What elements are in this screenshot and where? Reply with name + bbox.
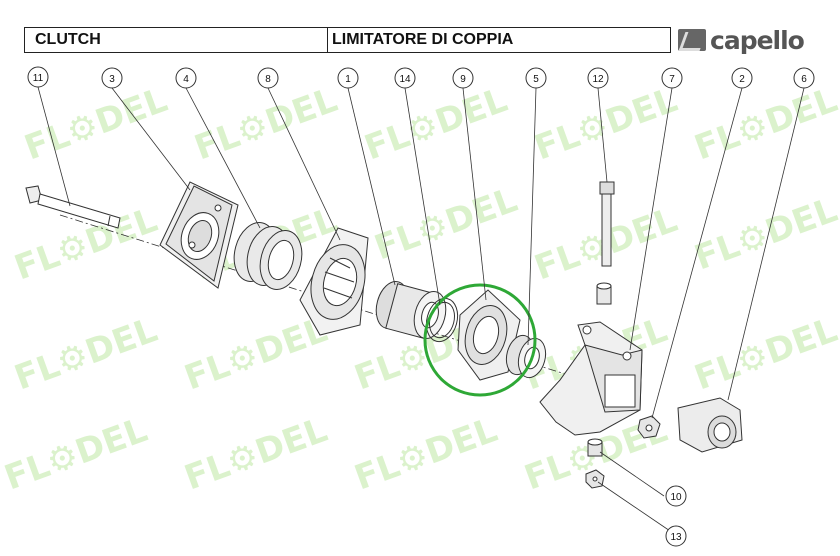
part-12-bolt bbox=[599, 181, 615, 267]
part-2-nut bbox=[637, 415, 661, 439]
callout-14: 14 bbox=[394, 67, 416, 89]
callout-13: 13 bbox=[665, 525, 687, 547]
watermark: FL⚙DEL bbox=[179, 310, 332, 398]
callout-7: 7 bbox=[661, 67, 683, 89]
callout-6: 6 bbox=[793, 67, 815, 89]
watermark: FL⚙DEL bbox=[0, 410, 153, 498]
callout-1: 1 bbox=[337, 67, 359, 89]
watermark: FL⚙DEL bbox=[189, 80, 342, 168]
svg-text:11: 11 bbox=[33, 73, 44, 84]
svg-text:5: 5 bbox=[533, 74, 539, 85]
svg-text:1: 1 bbox=[345, 74, 351, 85]
brand-mark-icon bbox=[678, 29, 706, 51]
watermark: FL⚙DEL bbox=[529, 80, 682, 168]
callout-9: 9 bbox=[452, 67, 474, 89]
part-4-spring bbox=[233, 222, 303, 290]
header-title-it: LIMITATORE DI COPPIA bbox=[327, 27, 671, 53]
svg-text:8: 8 bbox=[265, 74, 271, 85]
callout-5: 5 bbox=[525, 67, 547, 89]
callout-3: 3 bbox=[101, 67, 123, 89]
part-8-hub bbox=[299, 227, 369, 336]
part-spacer bbox=[596, 282, 612, 305]
callout-11: 11 bbox=[27, 66, 49, 88]
callout-2: 2 bbox=[731, 67, 753, 89]
part-10-spacer bbox=[587, 438, 603, 457]
watermark: FL⚙DEL bbox=[689, 310, 840, 398]
watermark: FL⚙DEL bbox=[179, 410, 332, 498]
callout-4: 4 bbox=[175, 67, 197, 89]
watermark: FL⚙DEL bbox=[349, 410, 502, 498]
watermark: FL⚙DEL bbox=[9, 310, 162, 398]
watermark: FL⚙DEL bbox=[689, 190, 840, 278]
part-3-flange bbox=[159, 181, 239, 289]
brand-name: capello bbox=[710, 25, 805, 55]
watermark: FL⚙DEL bbox=[369, 180, 522, 268]
watermark: FL⚙DEL bbox=[359, 80, 512, 168]
svg-text:7: 7 bbox=[669, 74, 675, 85]
svg-text:13: 13 bbox=[670, 532, 682, 543]
brand-logo: capello bbox=[678, 25, 813, 55]
part-7-housing bbox=[539, 321, 643, 436]
svg-text:10: 10 bbox=[670, 492, 682, 503]
svg-text:12: 12 bbox=[592, 74, 604, 85]
svg-text:14: 14 bbox=[399, 74, 411, 85]
part-9-splined-disc bbox=[457, 289, 521, 381]
svg-text:4: 4 bbox=[183, 74, 189, 85]
svg-text:2: 2 bbox=[739, 74, 745, 85]
callout-8: 8 bbox=[257, 67, 279, 89]
highlight-circle bbox=[423, 283, 537, 397]
svg-text:6: 6 bbox=[801, 74, 807, 85]
part-11-bolt bbox=[25, 185, 121, 229]
svg-text:9: 9 bbox=[460, 74, 466, 85]
watermark: FL⚙DEL bbox=[19, 80, 172, 168]
callout-12: 12 bbox=[587, 67, 609, 89]
part-6-cover bbox=[677, 397, 743, 453]
watermark: FL⚙DEL bbox=[689, 80, 840, 168]
svg-text:3: 3 bbox=[109, 74, 115, 85]
callout-10: 10 bbox=[665, 485, 687, 507]
leader-lines bbox=[37, 86, 805, 534]
